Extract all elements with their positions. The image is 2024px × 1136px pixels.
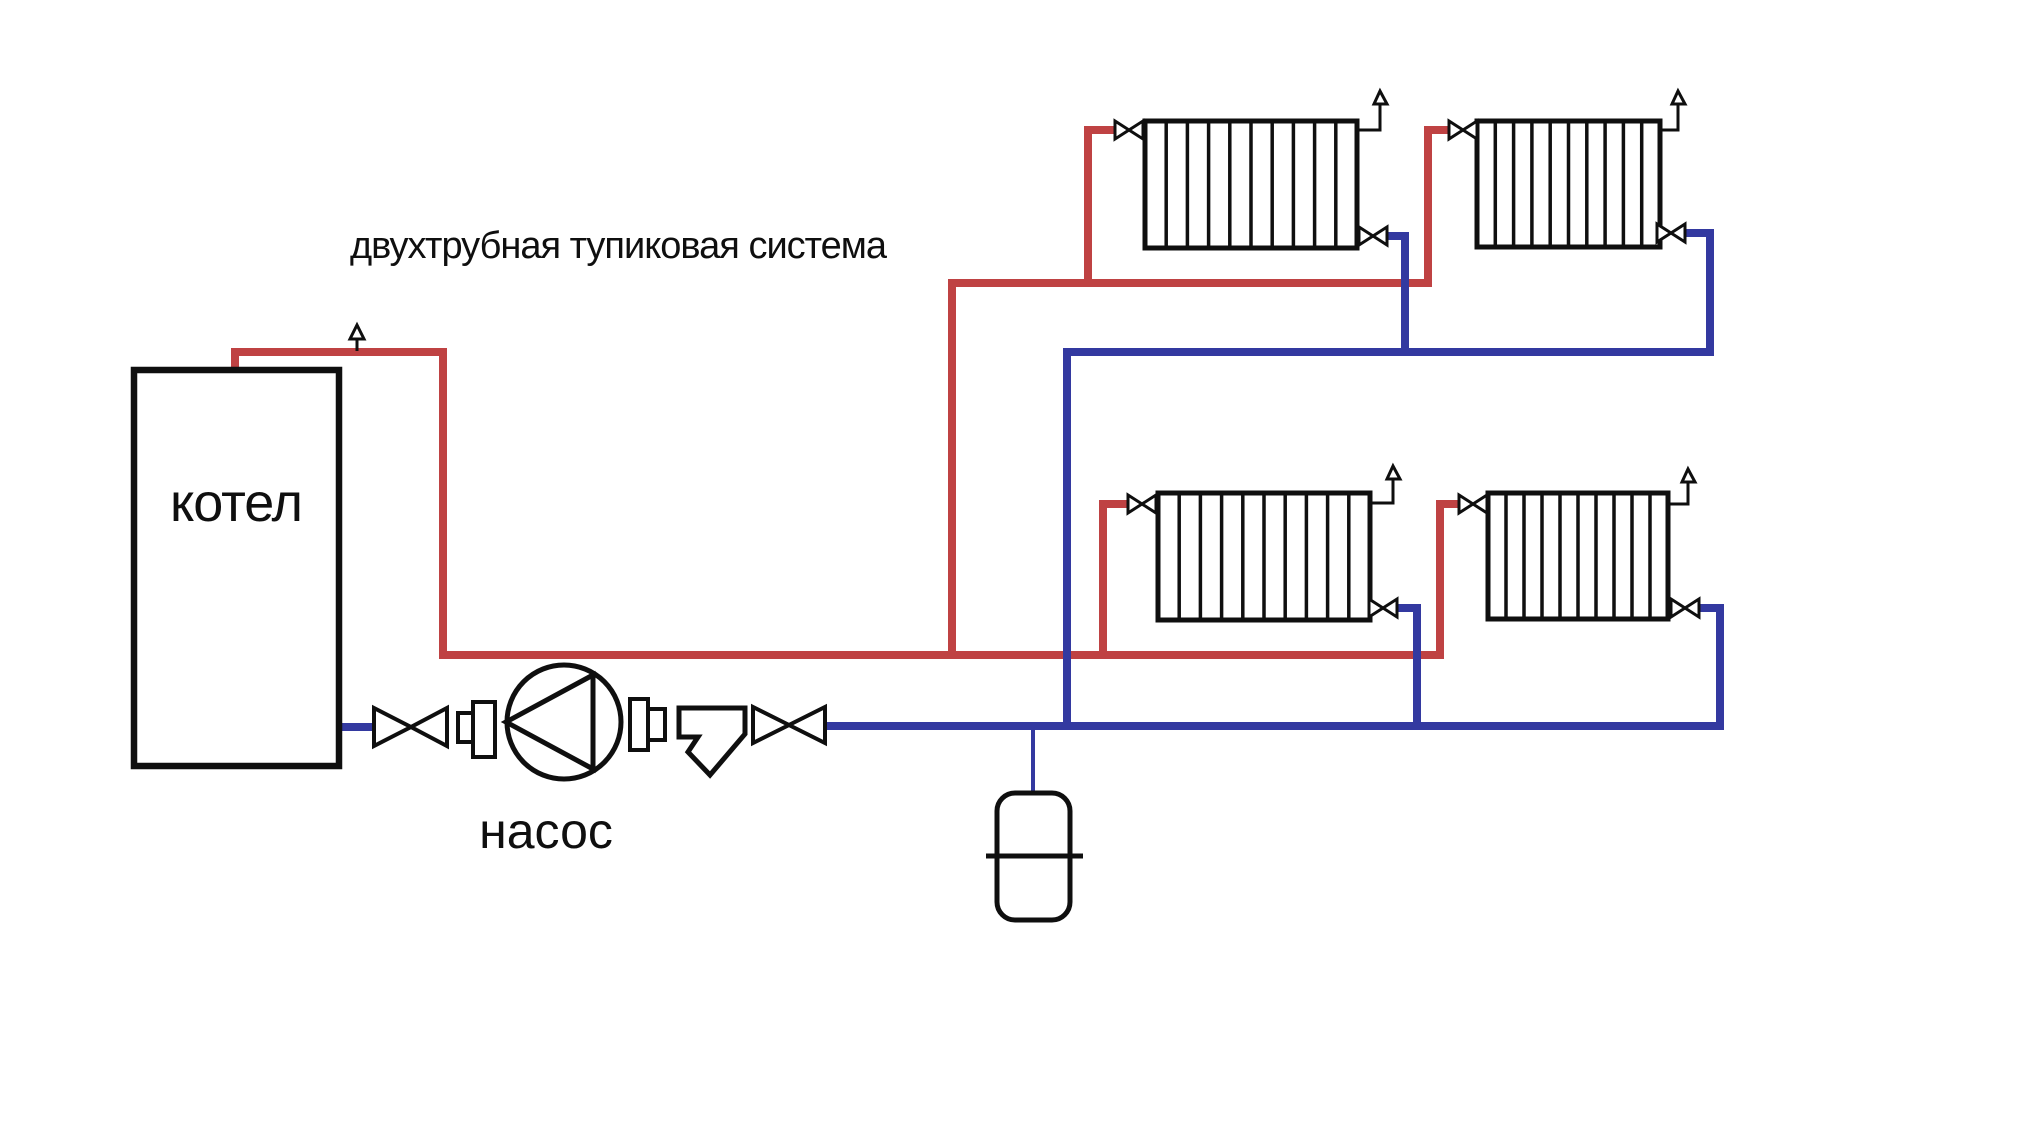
diagram-title: двухтрубная тупиковая система bbox=[350, 225, 888, 267]
pipe-union-left-icon bbox=[456, 700, 497, 759]
pipe-union-right-icon bbox=[628, 697, 667, 752]
radiator-top-right bbox=[1447, 87, 1688, 250]
air-vent-cap bbox=[1669, 87, 1688, 106]
pump-impeller bbox=[500, 670, 596, 774]
return-branch-rad1 bbox=[1387, 232, 1409, 356]
boiler-body bbox=[130, 366, 343, 770]
boiler: котел bbox=[130, 366, 343, 770]
radiator-inlet-valve-icon bbox=[1126, 492, 1158, 516]
air-vent-stem bbox=[1370, 479, 1395, 505]
circulation-pump-icon bbox=[500, 662, 624, 782]
air-vent-cap bbox=[1371, 87, 1390, 106]
supply-riser-upper bbox=[948, 126, 1449, 659]
return-branch-rad3 bbox=[1397, 604, 1421, 730]
radiator-outlet-valve-icon bbox=[1357, 224, 1389, 248]
supply-pipes bbox=[231, 126, 1459, 659]
boiler-label: котел bbox=[170, 473, 302, 533]
air-vent-stem bbox=[1668, 482, 1690, 506]
union-nut-small bbox=[456, 711, 475, 744]
air-vent-cap bbox=[1384, 462, 1403, 481]
pump-label: насос bbox=[479, 803, 613, 859]
shutoff-valve-right-icon bbox=[751, 703, 827, 747]
shutoff-valve-left-icon bbox=[372, 704, 449, 750]
supply-main-pipe bbox=[231, 348, 1459, 659]
return-main-pipe bbox=[825, 604, 1724, 730]
union-nut-large bbox=[628, 697, 650, 752]
radiator-air-vent-icon bbox=[1668, 465, 1698, 506]
union-nut-small bbox=[646, 707, 667, 742]
return-pipes bbox=[339, 229, 1724, 795]
radiator-outlet-valve-icon bbox=[1655, 221, 1687, 245]
strainer-filter-icon bbox=[676, 705, 748, 779]
radiator-air-vent-icon bbox=[1357, 87, 1390, 132]
valve-body bbox=[372, 704, 449, 750]
radiator-fins bbox=[1504, 493, 1652, 619]
radiator-fins bbox=[1493, 121, 1644, 247]
air-vent-stem bbox=[1357, 104, 1382, 132]
radiator-outlet-valve-icon bbox=[1367, 596, 1399, 620]
strainer-body bbox=[676, 705, 748, 779]
air-vent-stem bbox=[1660, 104, 1680, 132]
union-nut-large bbox=[471, 700, 497, 759]
boiler-air-vent-icon bbox=[347, 321, 367, 351]
radiator-bottom-right bbox=[1457, 465, 1701, 622]
radiator-inlet-valve-icon bbox=[1457, 492, 1489, 516]
radiator-fins bbox=[1177, 493, 1351, 620]
air-vent-cap bbox=[1679, 465, 1698, 484]
radiator-top-left bbox=[1113, 87, 1390, 251]
return-riser-upper bbox=[1063, 229, 1714, 730]
radiator-air-vent-icon bbox=[1370, 462, 1403, 505]
radiator-outlet-valve-icon bbox=[1669, 596, 1701, 620]
radiator-inlet-valve-icon bbox=[1113, 118, 1145, 142]
valve-body bbox=[751, 703, 827, 747]
radiator-inlet-valve-icon bbox=[1447, 118, 1479, 142]
air-vent-cap bbox=[347, 321, 367, 341]
supply-branch-rad1 bbox=[1084, 126, 1115, 287]
radiator-bottom-left bbox=[1126, 462, 1403, 623]
pump-assembly: насос bbox=[372, 662, 827, 859]
radiator-air-vent-icon bbox=[1660, 87, 1688, 132]
expansion-tank bbox=[986, 790, 1083, 923]
supply-branch-rad3 bbox=[1099, 500, 1128, 659]
radiator-fins bbox=[1164, 121, 1338, 248]
